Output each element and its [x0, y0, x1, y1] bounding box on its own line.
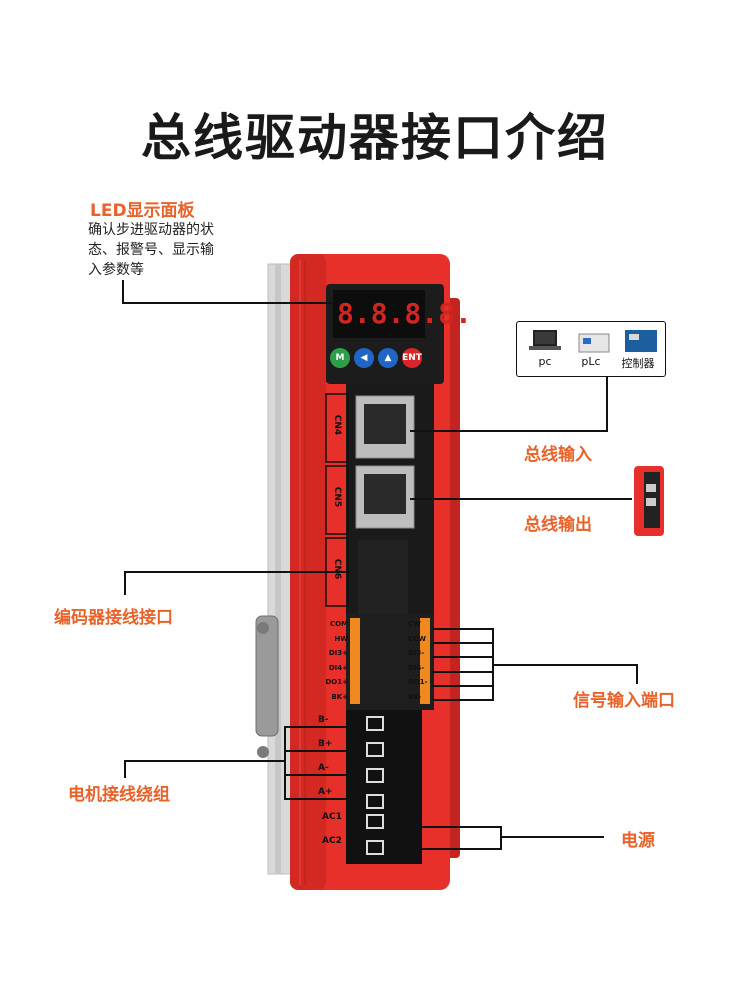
screw-icon: [366, 742, 384, 757]
up-key[interactable]: ▲: [378, 348, 398, 368]
signal-tick: [432, 671, 494, 673]
led-display: 8.8.8.8.: [337, 297, 472, 330]
screw-icon: [366, 794, 384, 809]
screw-icon: [366, 716, 384, 731]
power-tick: [384, 848, 502, 850]
signal-input-label: 信号输入端口: [573, 691, 675, 711]
power-term-ac1: AC1: [322, 812, 342, 822]
led-panel-desc: 确认步进驱动器的状 态、报警号、显示输 入参数等: [88, 222, 214, 278]
screw-icon: [366, 768, 384, 783]
power-term-ac2: AC2: [322, 836, 342, 846]
screw-icon: [366, 814, 384, 829]
enter-key[interactable]: ENT: [402, 348, 422, 368]
motor-tick: [284, 774, 366, 776]
bus-out-leader: [410, 498, 632, 500]
led-leader-v: [122, 280, 124, 304]
encoder-leader-h: [124, 571, 350, 573]
encoder-leader-v: [124, 571, 126, 595]
signal-right-labels: CW CCW DI3- DI4- DO1- BK-: [408, 620, 428, 701]
port-cn6: CN6: [332, 558, 342, 580]
led-panel-label: LED显示面板: [90, 201, 195, 221]
device-box: pc pLc 控制器: [516, 321, 666, 377]
power-bracket-v: [500, 826, 502, 850]
power-tick: [384, 826, 502, 828]
motor-tick: [284, 798, 366, 800]
device-controller-label: 控制器: [621, 357, 655, 370]
screw-icon: [366, 840, 384, 855]
bus-in-leader-h: [410, 430, 608, 432]
motor-term-b-minus: B-: [318, 715, 329, 725]
bus-output-label: 总线输出: [524, 515, 592, 535]
power-leader-h: [500, 836, 604, 838]
device-plc-label: pLc: [581, 355, 601, 368]
motor-term-b-plus: B+: [318, 739, 333, 749]
signal-left-labels: COM HW DI3+ DI4+ DO1+ BK+: [325, 620, 349, 701]
port-cn4: CN4: [332, 414, 342, 436]
signal-tick: [432, 656, 494, 658]
bus-input-label: 总线输入: [524, 445, 592, 465]
device-pc-label: pc: [538, 355, 552, 368]
motor-screws: [366, 716, 384, 809]
motor-bracket-v: [284, 726, 286, 800]
bus-in-leader-v: [606, 376, 608, 432]
led-leader-h: [122, 302, 332, 304]
motor-winding-label: 电机接线绕组: [68, 785, 170, 805]
signal-tick: [432, 685, 494, 687]
signal-tick: [432, 628, 494, 630]
motor-term-a-minus: A-: [318, 763, 329, 773]
signal-tick: [432, 642, 494, 644]
motor-tick: [284, 750, 366, 752]
left-key[interactable]: ◀: [354, 348, 374, 368]
encoder-interface-label: 编码器接线接口: [54, 608, 173, 628]
signal-leader-v: [636, 664, 638, 684]
mode-key[interactable]: M: [330, 348, 350, 368]
signal-leader-h: [492, 664, 638, 666]
power-label: 电源: [621, 831, 655, 851]
signal-tick: [432, 699, 494, 701]
device-icons: [529, 330, 657, 353]
page-title: 总线驱动器接口介绍: [141, 109, 609, 167]
power-screws: [366, 814, 384, 858]
slave-driver-image: [634, 466, 664, 536]
port-cn5: CN5: [332, 486, 342, 508]
motor-tick: [284, 726, 366, 728]
motor-term-a-plus: A+: [318, 787, 333, 797]
motor-leader-h: [124, 760, 286, 762]
motor-leader-v: [124, 760, 126, 778]
